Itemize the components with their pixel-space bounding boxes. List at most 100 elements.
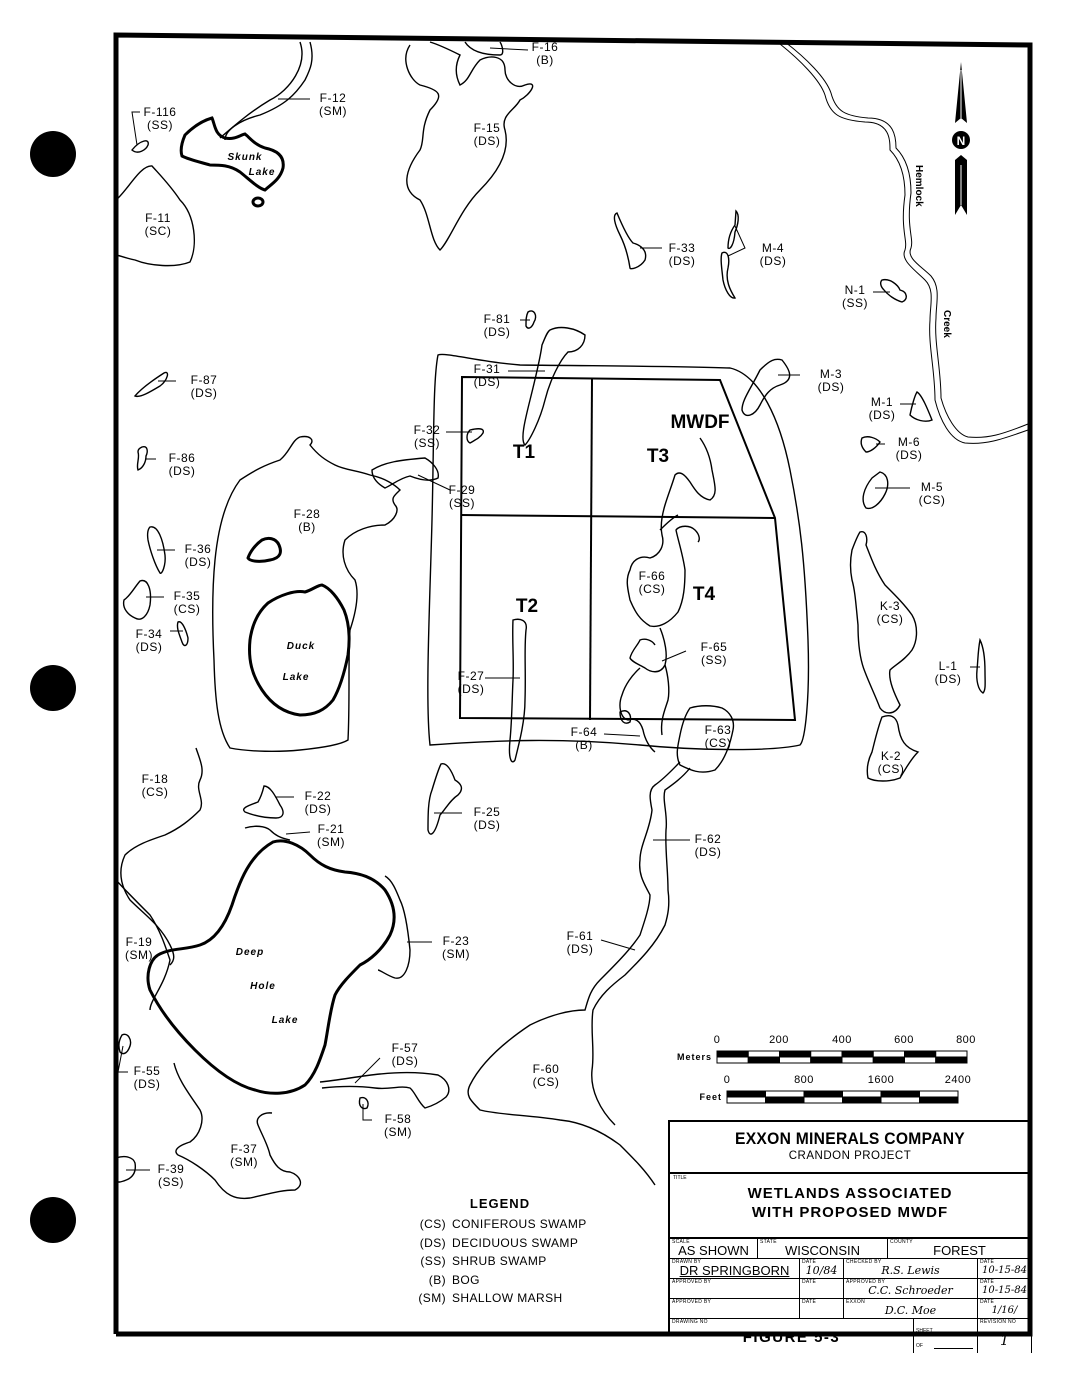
approved-by2-cell: APPROVED BY C.C. Schroeder [844,1279,978,1299]
scale-segment [841,1056,874,1064]
of-field-label: OF [916,1343,923,1349]
exxon-field-label: EXXON [846,1299,866,1305]
punch-hole-top [30,131,76,177]
scale-meters-tick-2: 400 [832,1034,852,1046]
wetland-id-label: N-1 [845,283,866,297]
scale-segment [872,1056,905,1064]
legend-code: (DS) [419,1235,446,1250]
wetland-type-label: (SS) [414,436,440,450]
scale-segment [779,1056,812,1064]
scale-segment [803,1096,843,1104]
wetland-id-label: F-62 [695,832,722,846]
wetland-type-label: (DS) [869,408,896,422]
approved-date-cell: DATE [800,1279,844,1299]
checked-by-signature: R.S. Lewis [881,1264,940,1277]
approved-by-cell: APPROVED BY [670,1279,800,1299]
skunk-lake-label-1: Skunk [227,152,262,163]
scale-segment [880,1090,920,1098]
wetland-type-label: (B) [536,53,554,67]
scale-segment [765,1096,805,1104]
wetland-type-label: (B) [298,520,316,534]
wetland-id-label: L-1 [939,659,958,673]
drawing-no-cell: DRAWING NO FIGURE 5-3 [670,1319,914,1353]
title-block-company: EXXON MINERALS COMPANY CRANDON PROJECT [670,1122,1030,1174]
title-field-label: TITLE [673,1175,687,1181]
wetland-type-label: (B) [575,738,593,752]
legend-item: (DS)DECIDUOUS SWAMP [400,1234,600,1253]
wetland-type-label: (CS) [919,493,946,507]
legend-title: LEGEND [469,1196,531,1211]
sheet-field-label: SHEET [916,1328,933,1334]
scale-bar: Meters 0 200 400 600 800 Feet 0 800 1600… [677,1034,975,1104]
exxon-date-cell: DATE 1/16/ [978,1299,1032,1319]
wetland-id-label: F-15 [474,121,501,135]
wetland-id-label: M-4 [762,241,784,255]
leader-lines [117,47,980,1171]
scale-feet-tick-1: 800 [794,1074,814,1086]
mwdf-tracts [458,375,797,722]
legend-label: BOG [452,1272,480,1287]
legend: LEGEND (CS)CONIFEROUS SWAMP (DS)DECIDUOU… [400,1196,600,1308]
scale-segment [919,1096,959,1104]
legend-code: (SM) [418,1291,446,1306]
wetland-type-label: (DS) [134,1077,161,1091]
sheet-cell: SHEET OF [914,1319,978,1353]
wetland-id-label: F-65 [701,640,728,654]
wetland-id-label: F-64 [571,725,598,739]
scale-segment [803,1090,843,1098]
wetland-id-label: K-2 [881,749,901,763]
exxon-cell: EXXON D.C. Moe [844,1299,978,1319]
north-arrow-icon: N [952,62,970,215]
scale-cell: SCALE AS SHOWN [670,1239,758,1259]
scale-segment [716,1050,749,1058]
wetland-type-label: (SS) [701,653,727,667]
scale-segment [935,1050,968,1058]
duck-lake-label-1: Duck [287,641,315,652]
wetland-type-label: (DS) [695,845,722,859]
scale-segment [880,1096,920,1104]
wetland-id-label: F-60 [533,1062,560,1076]
scale-segment [935,1056,968,1064]
legend-label: SHALLOW MARSH [452,1291,563,1306]
wetland-type-label: (SC) [145,224,172,238]
exxon-date-field-label: DATE [980,1299,995,1305]
wetland-id-label: F-29 [449,483,476,497]
legend-label: CONIFEROUS SWAMP [452,1217,587,1232]
approved-by3-field-label: APPROVED BY [672,1299,712,1305]
legend-item: (SM) SHALLOW MARSH [400,1289,600,1308]
duck-lake-label-2: Lake [283,672,310,683]
wetland-id-label: M-6 [898,435,920,449]
mwdf-label: MWDF [670,412,729,433]
scale-segment [716,1056,749,1064]
tract-t1-label: T1 [513,442,536,463]
scale-segment [841,1050,874,1058]
state-field-label: STATE [760,1239,777,1245]
wetland-id-label: F-57 [392,1041,419,1055]
scale-meters-tick-0: 0 [714,1034,721,1046]
wetland-id-label: M-1 [871,395,893,409]
wetland-type-label: (DS) [474,375,501,389]
wetland-type-label: (SM) [442,947,470,961]
wetland-type-label: (DS) [669,254,696,268]
approved-date2-field-label: DATE [980,1279,995,1285]
wetland-type-label: (DS) [818,380,845,394]
wetland-id-label: F-37 [231,1142,258,1156]
drawn-by-cell: DRAWN BY DR SPRINGBORN [670,1259,800,1279]
scale-field-label: SCALE [672,1239,690,1245]
drawn-date-field-label: DATE [802,1259,817,1265]
exxon-date-value: 1/16/ [991,1305,1018,1316]
wetland-id-label: F-34 [136,627,163,641]
drawing-title-line2: WITH PROPOSED MWDF [751,1204,949,1221]
county-field-label: COUNTY [890,1239,913,1245]
north-label: N [957,134,966,148]
wetland-id-label: F-33 [669,241,696,255]
wetland-id-label: F-16 [532,40,559,54]
wetland-id-label: F-66 [639,569,666,583]
scale-segment [726,1090,766,1098]
wetland-type-label: (DS) [484,325,511,339]
checked-by-field-label: CHECKED BY [846,1259,882,1265]
deep-hole-lake-label-2: Hole [250,981,276,992]
wetland-id-label: F-23 [443,934,470,948]
figure-number: FIGURE 5-3 [742,1329,841,1346]
project-name: CRANDON PROJECT [788,1150,912,1162]
